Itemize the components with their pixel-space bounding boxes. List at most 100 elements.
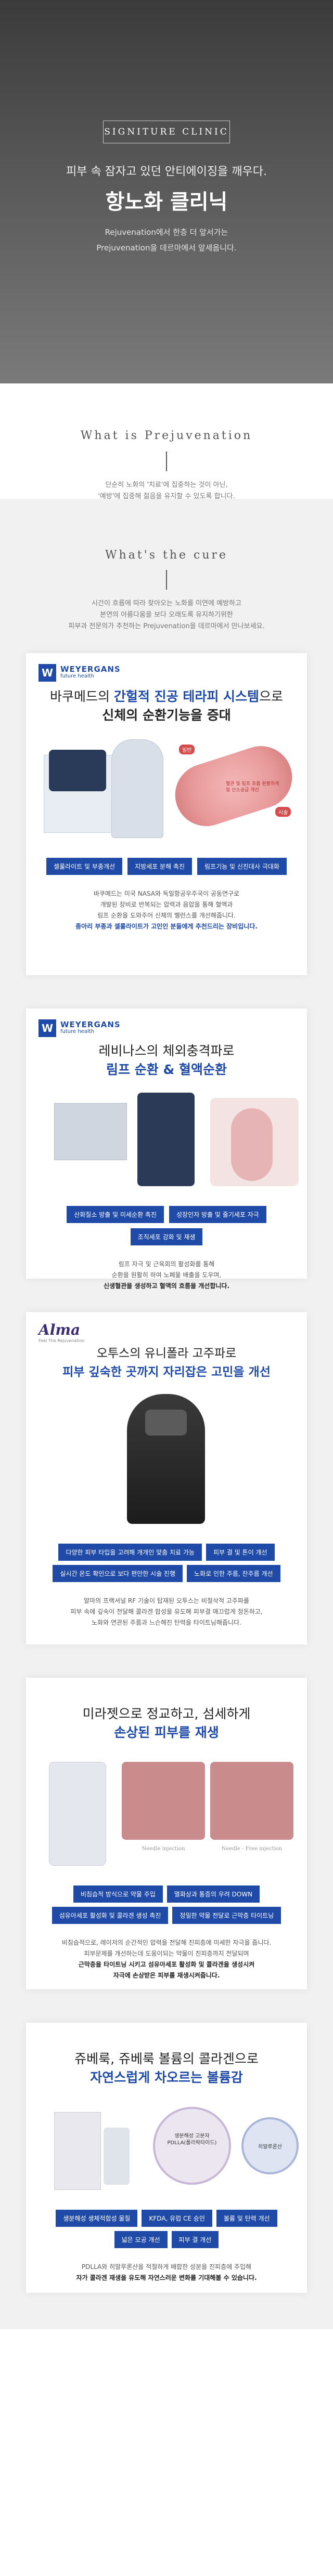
title-line: 레비나스의 체외충격파로 — [98, 1043, 235, 1058]
desc-line: 림프 자극 및 근육회의 활성화를 통해 — [118, 1260, 215, 1268]
feature-tag: 지방세포 분해 촉진 — [127, 858, 193, 875]
weyergans-logo-icon: W — [39, 664, 56, 682]
what-is-heading: What is Prejuvenation — [80, 429, 253, 442]
title-highlight: 림프 순환 & 혈액순환 — [106, 1062, 227, 1077]
desc-line: 피부문제를 개선하는데 도움이되는 약물이 진피층까지 전달되며 — [84, 1950, 249, 1957]
hyaluronic-bubble — [241, 2117, 299, 2174]
divider — [166, 452, 167, 471]
card-description: 바쿠메드는 미국 NASA와 독일항공우주국이 공동연구로 개발된 장비로 반복… — [39, 888, 294, 932]
treatment-card-mirajet: 미라젯으로 정교하고, 섬세하게 손상된 피부를 재생 Needle injec… — [26, 1678, 307, 1989]
pdlla-bubble — [153, 2107, 231, 2185]
desc-line: 개발된 장비로 반복되는 압력과 음압을 통해 혈액과 — [100, 901, 233, 908]
feature-tag: 성장인자 방출 및 줄기세포 자극 — [169, 1206, 266, 1223]
brand-sub: future health — [60, 673, 94, 679]
feature-tags: 다양한 피부 타입을 고려해 개개인 맞춤 치료 가능 피부 결 및 톤이 개선… — [39, 1544, 294, 1582]
leg-shape — [231, 1108, 273, 1181]
pod-image — [111, 739, 163, 838]
hero-section: SIGNITURE CLINIC 피부 속 잠자고 있던 안티에이징을 깨우다.… — [0, 0, 333, 383]
title-highlight: 자연스럽게 차오르는 볼륨감 — [90, 2070, 243, 2085]
brand-sub: future health — [60, 1029, 94, 1034]
brand-logo: W WEYERGANS future health — [39, 662, 294, 683]
desc-line: PDLLA와 히알루론산을 적절하게 배합한 성분을 진피층에 주입해 — [81, 2263, 252, 2270]
feature-tag: 정밀한 약물 전달로 근막층 타이트닝 — [172, 1907, 281, 1924]
label-after: 시술 — [275, 807, 291, 817]
hero-desc-line: Rejuvenation에서 한층 더 앞서가는 — [105, 228, 228, 237]
card-title: 쥬베룩, 쥬베룩 볼륨의 콜라겐으로 자연스럽게 차오르는 볼륨감 — [39, 2050, 294, 2087]
title-part: 으로 — [259, 689, 284, 704]
brand-logo: W WEYERGANS future health — [39, 1018, 294, 1039]
treatment-card-vacumed: W WEYERGANS future health 바쿠메드의 간헐적 진공 테… — [26, 653, 307, 975]
card-title: 미라젯으로 정교하고, 섬세하게 손상된 피부를 재생 — [39, 1705, 294, 1742]
title-line: 미라젯으로 정교하고, 섬세하게 — [82, 1706, 251, 1721]
card-title: 레비나스의 체외충격파로 림프 순환 & 혈액순환 — [39, 1042, 294, 1079]
title-line: 오투스의 유니폴라 고주파로 — [96, 1347, 237, 1360]
text-line: 시간이 흐름에 따라 찾아오는 노화를 미연에 예방하고 — [92, 600, 241, 607]
desc-line: 자극에 손상받은 피부를 재생시켜줍니다. — [113, 1972, 220, 1979]
feature-tag: 비침습적 방식으로 약물 주입 — [73, 1885, 163, 1903]
feature-tag: 피부 결 개선 — [171, 2231, 219, 2248]
desc-line: 자가 콜라겐 재생을 유도해 자연스러운 변화를 기대해볼 수 있습니다. — [76, 2274, 257, 2281]
page-title: 항노화 클리닉 — [105, 190, 228, 214]
feature-tags: 비침습적 방식으로 약물 주입 멸화상과 통증의 우려 DOWN 섬유아세포 활… — [39, 1885, 294, 1924]
desc-line: 신생혈관을 생성하고 혈액의 흐름을 개선합니다. — [103, 1282, 230, 1290]
feature-tag: 조직세포 강화 및 재생 — [130, 1228, 203, 1245]
text-line: 본연의 아름다움을 보다 오래도록 유지하기위한 — [100, 611, 233, 619]
alma-logo: Alma Feel The Rejuvenation — [39, 1321, 294, 1343]
title-line: 쥬베룩, 쥬베룩 볼륨의 콜라겐으로 — [74, 2051, 259, 2066]
desc-line: 순환을 원활히 하여 노폐물 배출을 도우며, — [111, 1271, 222, 1279]
what-is-section: What is Prejuvenation 단순히 노화의 '치료'에 집중하는… — [0, 383, 333, 502]
needle-free-label: Needle - Free injection — [221, 1846, 283, 1852]
cure-heading: What's the cure — [105, 549, 228, 562]
feature-tag: 섬유아세포 활성화 및 콜라겐 생성 촉진 — [52, 1907, 169, 1924]
desc-line: 림프 순환을 도와주어 신체의 밸런스를 개선해줍니다. — [97, 912, 236, 919]
cure-section: What's the cure 시간이 흐름에 따라 찾아오는 노화를 미연에 … — [0, 499, 333, 2329]
divider — [166, 570, 167, 590]
title-highlight: 간헐적 진공 테라피 시스템 — [113, 689, 260, 704]
weyergans-logo-icon: W — [39, 1019, 56, 1037]
bubble-label: 히알루론산 — [258, 2144, 282, 2150]
desc-line: 비침습적으로, 레이저의 순간적인 압력을 전달해 진피층에 미세한 자극을 줍… — [61, 1939, 272, 1946]
label-before: 일반 — [179, 745, 195, 754]
title-highlight: 피부 깊숙한 곳까지 자리잡은 고민을 개선 — [62, 1365, 271, 1379]
brand-name: WEYERGANS — [60, 665, 121, 674]
feature-tag: 생분해성 생체적합성 물질 — [56, 2210, 138, 2227]
vial-image — [104, 2128, 130, 2185]
desc-line: 근막층을 타이트닝 시키고 섬유아세포 활성화 및 콜라겐을 생성시켜 — [78, 1961, 255, 1968]
brand-name: WEYERGANS — [60, 1020, 121, 1029]
feature-tag: 림프기능 및 신진대사 극대화 — [197, 858, 287, 875]
feature-tag: KFDA, 유럽 CE 승인 — [142, 2210, 212, 2227]
feature-tag: 볼륨 및 탄력 개선 — [216, 2210, 277, 2227]
device-screen-image — [54, 1103, 127, 1160]
vacumed-illustration: 일반 시술 혈관 및 림프 흐름 원활하게 및 산소공급 개선 — [39, 734, 300, 843]
clinic-badge: SIGNITURE CLINIC — [103, 121, 230, 143]
alma-device-illustration — [39, 1389, 294, 1529]
feature-tag: 실시간 온도 확인으로 보다 편안한 시술 진행 — [53, 1565, 183, 1582]
card-description: 림프 자극 및 근육회의 활성화를 통해 순환을 원활히 하여 노폐물 배출을 … — [39, 1259, 294, 1292]
what-is-text: 단순히 노화의 '치료'에 집중하는 것이 아닌, '예방'에 집중해 젊음을 … — [0, 480, 333, 502]
card-title: 바쿠메드의 간헐적 진공 테라피 시스템으로 신체의 순환기능을 증대 — [39, 687, 294, 725]
treatment-card-alma: Alma Feel The Rejuvenation 오투스의 유니폴라 고주파… — [26, 1312, 307, 1644]
feature-tag: 넓은 모공 개선 — [114, 2231, 168, 2248]
text-line: 단순히 노화의 '치료'에 집중하는 것이 아닌, — [105, 481, 228, 489]
feature-tags: 산화질소 방출 및 미세순환 촉진 성장인자 방출 및 줄기세포 자극 조직세포… — [39, 1206, 294, 1245]
brand-name: Alma — [39, 1321, 81, 1338]
needle-label: Needle injection — [142, 1846, 185, 1852]
desc-line: 노화와 연관된 주름과 느슨해진 탄력을 타이트닝해줍니다. — [92, 1619, 241, 1626]
hero-desc-line: Prejuvenation을 데르마에서 앞세웁니다. — [96, 243, 237, 253]
card-description: 비침습적으로, 레이저의 순간적인 압력을 전달해 진피층에 미세한 자극을 줍… — [39, 1937, 294, 1981]
hero-subtitle: 피부 속 잠자고 있던 안티에이징을 깨우다. — [66, 165, 267, 178]
feature-tag: 산화질소 방출 및 미세순환 촉진 — [67, 1206, 164, 1223]
hero-description: Rejuvenation에서 한층 더 앞서가는 Prejuvenation을 … — [0, 224, 333, 256]
illus-note: 혈관 및 림프 흐름 원활하게 및 산소공급 개선 — [226, 781, 279, 793]
desc-line: 피부 속에 깊숙이 전달해 콜라겐 합성을 유도해 피부결 매끄럽게 정돈하고, — [70, 1608, 263, 1615]
feature-tag: 셀룰라이트 및 부종개선 — [46, 858, 123, 875]
needle-free-image — [210, 1762, 293, 1840]
device-image — [137, 1093, 195, 1186]
card-description: 알마의 프랙셔널 RF 기술이 탑재된 오투스는 비절삭적 고주파를 피부 속에… — [39, 1596, 294, 1628]
treatment-card-juvelook: 쥬베룩, 쥬베룩 볼륨의 콜라겐으로 자연스럽게 차오르는 볼륨감 생분해성 고… — [26, 2023, 307, 2293]
product-box-image — [54, 2112, 101, 2190]
brand-sub: Feel The Rejuvenation — [39, 1338, 85, 1343]
device-screen — [145, 1410, 187, 1436]
title-line: 신체의 순환기능을 증대 — [102, 708, 231, 723]
